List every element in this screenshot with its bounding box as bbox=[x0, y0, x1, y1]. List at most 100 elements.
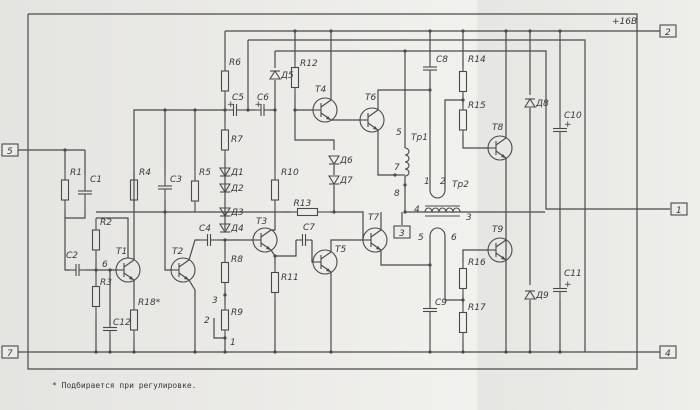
wire bbox=[270, 249, 276, 265]
junction-dot bbox=[461, 29, 465, 33]
tp2-pin-6: 6 bbox=[451, 233, 457, 243]
label-C1: C1 bbox=[90, 175, 102, 185]
resistor-body bbox=[220, 309, 230, 331]
label-R18: R18* bbox=[138, 298, 161, 308]
terminal-3-number: 3 bbox=[399, 229, 405, 239]
terminal-3 bbox=[393, 225, 411, 239]
label-R2: R2 bbox=[100, 218, 112, 228]
junction-dot bbox=[63, 148, 67, 152]
junction-dot bbox=[461, 98, 465, 102]
wire bbox=[380, 250, 430, 266]
resistor-R5 bbox=[190, 170, 200, 212]
tp2-pin-5: 5 bbox=[418, 233, 424, 243]
diode-D1 bbox=[219, 167, 231, 178]
label-R12: R12 bbox=[300, 59, 318, 69]
diode-triangle bbox=[269, 69, 281, 80]
junction-dot bbox=[558, 350, 562, 354]
label-R16: R16 bbox=[468, 258, 486, 268]
junction-dot bbox=[428, 263, 432, 267]
terminal-4 bbox=[659, 345, 677, 359]
resistor-body bbox=[458, 70, 468, 93]
label-T7: T7 bbox=[368, 213, 379, 223]
junction-dot bbox=[461, 350, 465, 354]
resistor-R14 bbox=[458, 68, 468, 95]
label-T2: T2 bbox=[172, 247, 183, 257]
outer-frame-wire bbox=[27, 13, 638, 370]
resistor-body bbox=[458, 267, 468, 290]
wire bbox=[444, 99, 463, 190]
collector-lead bbox=[367, 109, 379, 118]
resistor-R13 bbox=[285, 207, 330, 217]
resistor-R2 bbox=[91, 218, 101, 262]
wire bbox=[294, 95, 335, 150]
diode-D7 bbox=[328, 175, 340, 186]
resistor-body bbox=[190, 180, 200, 202]
tp2-pin-2: 2 bbox=[440, 177, 446, 187]
terminal-7-number: 7 bbox=[7, 349, 13, 359]
r9-pin-1: 1 bbox=[230, 338, 236, 348]
resistor-body bbox=[91, 229, 101, 251]
junction-dot bbox=[558, 29, 562, 33]
collector-lead bbox=[178, 259, 190, 268]
resistor-R4 bbox=[129, 170, 139, 210]
wire bbox=[275, 240, 297, 257]
label-D2: Д2 bbox=[230, 184, 244, 194]
tp2-pin-4: 4 bbox=[414, 205, 420, 215]
capacitor-C1 bbox=[78, 175, 92, 210]
resistor-body bbox=[129, 179, 139, 201]
node-6-label: 6 bbox=[102, 260, 108, 270]
label-D6: Д6 bbox=[339, 156, 353, 166]
winding bbox=[424, 207, 461, 213]
terminal-box bbox=[659, 24, 677, 38]
capacitor-C11: + bbox=[553, 280, 572, 300]
terminal-box bbox=[670, 202, 688, 216]
resistor-body bbox=[220, 70, 230, 92]
resistor-R12 bbox=[290, 60, 300, 95]
diode-D3 bbox=[219, 207, 231, 218]
resistor-R9 bbox=[220, 305, 230, 335]
tp2-pin-3: 3 bbox=[466, 213, 472, 223]
junction-dot bbox=[461, 298, 465, 302]
junction-dot bbox=[273, 350, 277, 354]
wire bbox=[96, 217, 129, 258]
winding bbox=[429, 189, 446, 199]
capacitor-C3 bbox=[158, 175, 172, 200]
label-R15: R15 bbox=[468, 101, 486, 111]
wire bbox=[271, 212, 276, 231]
resistor-R11 bbox=[270, 265, 280, 300]
junction-dot bbox=[528, 29, 532, 33]
label-C12: C12 bbox=[113, 318, 131, 328]
diode-triangle bbox=[524, 97, 536, 108]
wire bbox=[377, 89, 430, 110]
transistor-T1 bbox=[115, 257, 141, 283]
terminal-box bbox=[393, 225, 411, 239]
resistor-body bbox=[458, 311, 468, 334]
terminal-4-number: 4 bbox=[665, 349, 671, 359]
diode-D6 bbox=[328, 155, 340, 166]
resistor-R1 bbox=[60, 170, 70, 210]
terminal-7 bbox=[1, 345, 19, 359]
emitter-arrow bbox=[501, 256, 506, 260]
label-C7: C7 bbox=[303, 223, 315, 233]
diode-D4 bbox=[219, 223, 231, 234]
plus-sign: + bbox=[255, 100, 263, 110]
resistor-body bbox=[220, 129, 230, 151]
resistor-R7 bbox=[220, 122, 230, 158]
label-T1: T1 bbox=[116, 247, 127, 257]
collector-lead bbox=[320, 251, 332, 260]
collector-lead bbox=[123, 259, 135, 268]
transistor-T4 bbox=[312, 97, 338, 123]
collector-lead bbox=[260, 229, 272, 238]
wire bbox=[213, 318, 225, 339]
collector-lead bbox=[495, 137, 507, 146]
wire bbox=[164, 212, 171, 271]
label-D7: Д7 bbox=[339, 176, 353, 186]
terminal-5 bbox=[1, 143, 19, 157]
label-R6: R6 bbox=[229, 58, 241, 68]
resistor-body bbox=[270, 271, 280, 294]
emitter-arrow bbox=[373, 126, 378, 130]
label-Tp2: Tp2 bbox=[452, 180, 469, 190]
label-T6: T6 bbox=[365, 93, 376, 103]
wire bbox=[444, 236, 463, 301]
diode-D2 bbox=[219, 183, 231, 194]
